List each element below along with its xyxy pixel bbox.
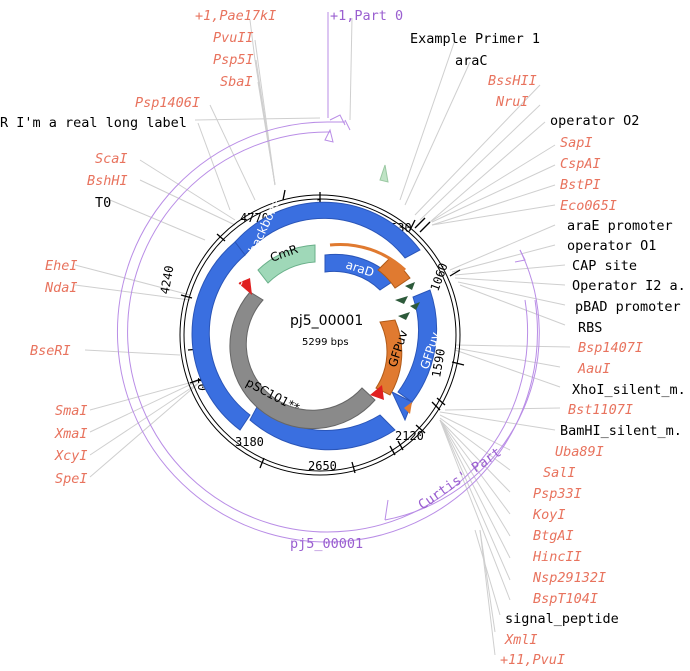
feature-gfpuv-inner bbox=[375, 319, 403, 396]
enzyme-label: BssHII bbox=[488, 73, 537, 89]
feature-label: R I'm a real long label bbox=[0, 115, 187, 131]
enzyme-label: CspAI bbox=[560, 156, 601, 172]
feature-label: araE promoter bbox=[567, 218, 673, 234]
enzyme-label: XcyI bbox=[54, 448, 88, 464]
feature-label: signal_peptide bbox=[505, 611, 619, 627]
enzyme-label: +11,PvuI bbox=[500, 652, 565, 668]
enzyme-label: SbaI bbox=[220, 74, 253, 90]
feature-label: operator O1 bbox=[567, 238, 656, 254]
feature-label: pBAD promoter bbox=[575, 299, 681, 315]
enzyme-label: Psp1406I bbox=[135, 95, 200, 111]
enzyme-label: ScaI bbox=[95, 151, 128, 167]
part-arcs bbox=[117, 12, 540, 543]
feature-label: Example Primer 1 bbox=[410, 31, 540, 47]
enzyme-label: +1,Pae17kI bbox=[195, 8, 276, 24]
enzyme-label: SapI bbox=[560, 135, 593, 151]
enzyme-label: BshHI bbox=[87, 173, 128, 189]
red-marker bbox=[370, 385, 384, 400]
orange-marker bbox=[404, 402, 412, 414]
enzyme-label: PvuII bbox=[213, 30, 254, 46]
enzyme-label: NdaI bbox=[44, 280, 78, 296]
tick-label: 4240 bbox=[158, 264, 177, 295]
enzyme-label: SmaI bbox=[55, 403, 88, 419]
tick-label: 3180 bbox=[235, 435, 264, 449]
tick-label: 2650 bbox=[308, 459, 337, 473]
feature-label: RBS bbox=[578, 320, 602, 336]
part-label-pj5: pj5_00001 bbox=[290, 536, 363, 552]
enzyme-label: HincII bbox=[532, 549, 582, 565]
enzyme-label: BstPI bbox=[560, 177, 601, 193]
feature-label: XhoI_silent_m. bbox=[572, 382, 686, 398]
feature-gfpuv-outer bbox=[397, 289, 438, 403]
feature-label: T0 bbox=[95, 195, 111, 211]
small-feature-arrows bbox=[395, 282, 420, 320]
enzyme-label: EheI bbox=[45, 258, 78, 274]
feature-label: araC bbox=[455, 53, 488, 69]
feature-label: Operator I2 a. bbox=[572, 278, 686, 294]
feature-cmr bbox=[257, 244, 316, 284]
feature-label: BamHI_silent_m. bbox=[560, 423, 682, 439]
red-marker bbox=[238, 278, 252, 295]
enzyme-label: AauI bbox=[577, 361, 611, 377]
enzyme-label: SpeI bbox=[55, 471, 88, 487]
label-connectors bbox=[74, 17, 571, 656]
enzyme-label: Psp5I bbox=[213, 52, 254, 68]
enzyme-label: XmlI bbox=[504, 632, 538, 648]
feature-label: CAP site bbox=[572, 258, 637, 274]
enzyme-label: BspT104I bbox=[533, 591, 598, 607]
enzyme-label: SalI bbox=[543, 465, 576, 481]
feature-label: operator O2 bbox=[550, 113, 639, 129]
map-name: pj5_00001 bbox=[290, 313, 363, 329]
enzyme-label: Nsp29132I bbox=[532, 570, 606, 586]
enzyme-label: NruI bbox=[495, 94, 529, 110]
map-size: 5299 bps bbox=[302, 337, 349, 348]
primer-marker bbox=[379, 164, 389, 183]
part-label-part0: +1,Part 0 bbox=[330, 8, 403, 24]
feature-backbone-arc-left bbox=[191, 241, 251, 431]
enzyme-label: Eco065I bbox=[560, 198, 617, 214]
enzyme-label: Psp33I bbox=[533, 486, 582, 502]
enzyme-label: Bst1107I bbox=[568, 402, 633, 418]
enzyme-label: Uba89I bbox=[555, 444, 604, 460]
feature-psc101-inner bbox=[229, 291, 376, 430]
enzyme-label: BtgAI bbox=[533, 528, 574, 544]
enzyme-label: KoyI bbox=[532, 507, 566, 523]
feature-backbone-arc bbox=[234, 201, 421, 259]
enzyme-label: BseRI bbox=[30, 343, 71, 359]
tick-label: 2120 bbox=[395, 429, 424, 443]
enzyme-label: XmaI bbox=[54, 426, 88, 442]
part-label-curtis: Curtis' Part bbox=[415, 444, 504, 513]
arac-thin-arrow bbox=[329, 242, 407, 272]
part0-marker bbox=[324, 128, 334, 143]
enzyme-label: Bsp1407I bbox=[578, 340, 643, 356]
